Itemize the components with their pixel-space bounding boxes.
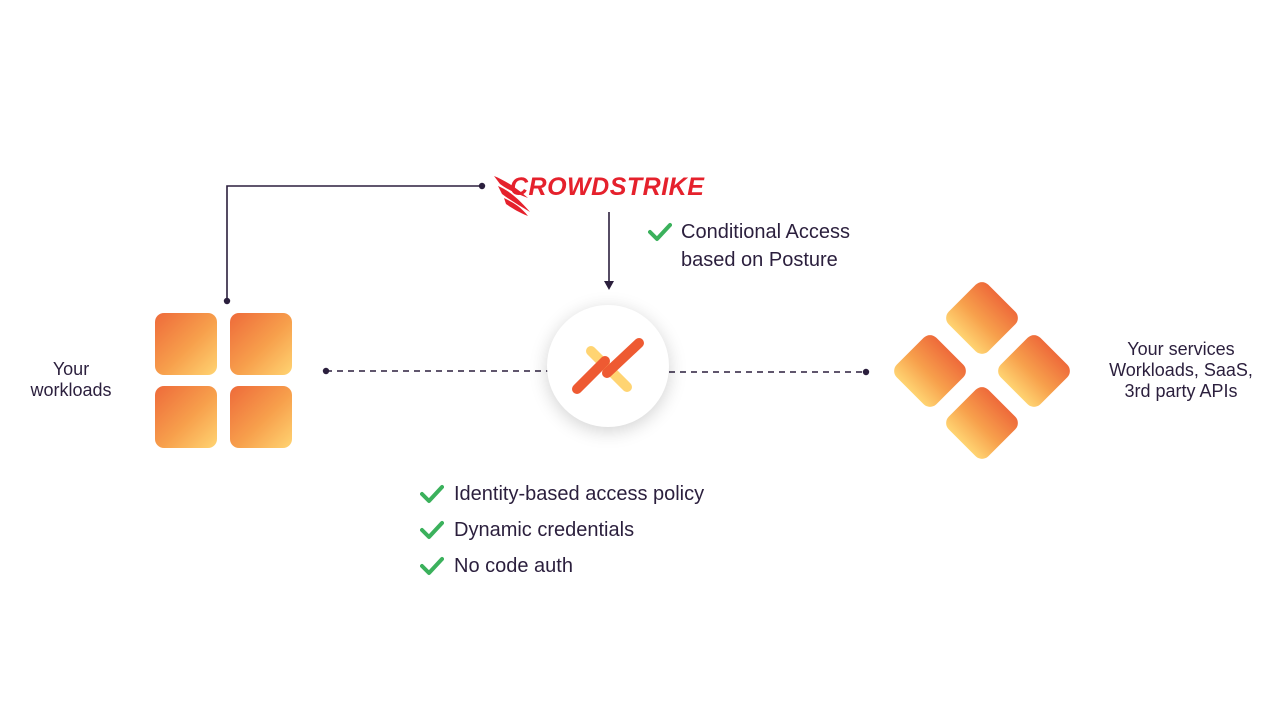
posture-feed-line — [226, 185, 482, 301]
crowdstrike-wordmark: CROWDSTRIKE — [510, 173, 705, 201]
check-icon — [420, 485, 444, 503]
connector-dot — [862, 368, 870, 376]
posture-line-2: based on Posture — [681, 249, 838, 271]
feature-item: Identity-based access policy — [420, 482, 704, 506]
check-icon — [648, 223, 672, 241]
workload-tile — [230, 386, 292, 448]
feature-item: No code auth — [420, 554, 573, 578]
crowdstrike-logo: CROWDSTRIKE — [490, 170, 730, 218]
arrow-head-icon — [604, 281, 614, 290]
connector-dot — [478, 182, 486, 190]
falcon-icon — [494, 176, 530, 216]
posture-line-1: Conditional Access — [681, 221, 850, 243]
check-icon — [420, 557, 444, 575]
hub-logo-icon — [572, 338, 644, 394]
check-icon — [420, 521, 444, 539]
workload-tile — [155, 386, 217, 448]
workload-tile — [155, 313, 217, 375]
workloads-label: Your workloads — [30, 359, 112, 400]
workload-tile — [230, 313, 292, 375]
connector-dot — [322, 367, 330, 375]
hub-circle — [547, 305, 669, 427]
feature-item: Dynamic credentials — [420, 518, 634, 542]
connector-dot — [223, 297, 231, 305]
services-label: Your services Workloads, SaaS, 3rd party… — [1109, 339, 1253, 401]
